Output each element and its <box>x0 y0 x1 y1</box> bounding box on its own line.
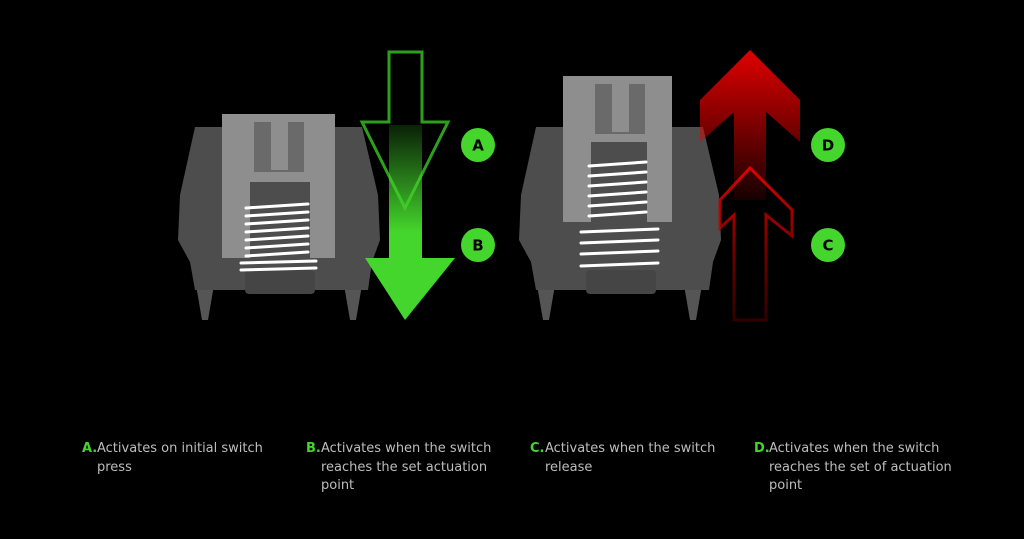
caption-c: C. Activates when the switch release <box>530 440 720 477</box>
switch-pin-right <box>684 285 702 320</box>
badge-c-label: C <box>822 237 833 255</box>
release-arrows <box>700 50 800 322</box>
switch-housing-bottom <box>245 270 315 294</box>
press-arrows <box>359 50 455 320</box>
arrow-b-filled <box>365 125 455 320</box>
pressed-switch-illustration <box>178 114 380 320</box>
switch-spring-compressed <box>239 202 318 272</box>
switch-pin-right <box>344 285 362 320</box>
stem-center <box>271 118 288 170</box>
switch-stem <box>222 114 335 258</box>
badge-d: D <box>811 128 845 162</box>
released-switch-illustration <box>519 76 721 320</box>
badge-a-label: A <box>472 137 484 155</box>
caption-d-letter: D. <box>754 441 770 456</box>
switch-housing-bottom <box>586 270 656 294</box>
arrow-a-outline <box>359 50 451 212</box>
badge-d-label: D <box>822 137 834 155</box>
caption-a-letter: A. <box>82 441 98 456</box>
caption-c-text: Activates when the switch release <box>545 441 716 475</box>
stem-center <box>612 80 629 132</box>
caption-a: A. Activates on initial switch press <box>82 440 272 477</box>
caption-d-text: Activates when the switch reaches the se… <box>769 441 952 493</box>
caption-d: D. Activates when the switch reaches the… <box>754 440 954 496</box>
badge-b-label: B <box>472 237 483 255</box>
caption-b-text: Activates when the switch reaches the se… <box>321 441 492 493</box>
switch-pin-left <box>537 285 555 320</box>
switch-actuation-diagram: A B D C <box>178 50 845 322</box>
caption-c-letter: C. <box>530 441 545 456</box>
badge-b: B <box>461 228 495 262</box>
badge-a: A <box>461 128 495 162</box>
arrow-c-outline <box>718 165 794 322</box>
switch-pin-left <box>196 285 214 320</box>
switch-spring-extended <box>579 160 660 268</box>
caption-a-text: Activates on initial switch press <box>97 441 263 475</box>
caption-b: B. Activates when the switch reaches the… <box>306 440 496 496</box>
arrow-d-filled <box>700 50 800 200</box>
badge-c: C <box>811 228 845 262</box>
caption-b-letter: B. <box>306 441 321 456</box>
